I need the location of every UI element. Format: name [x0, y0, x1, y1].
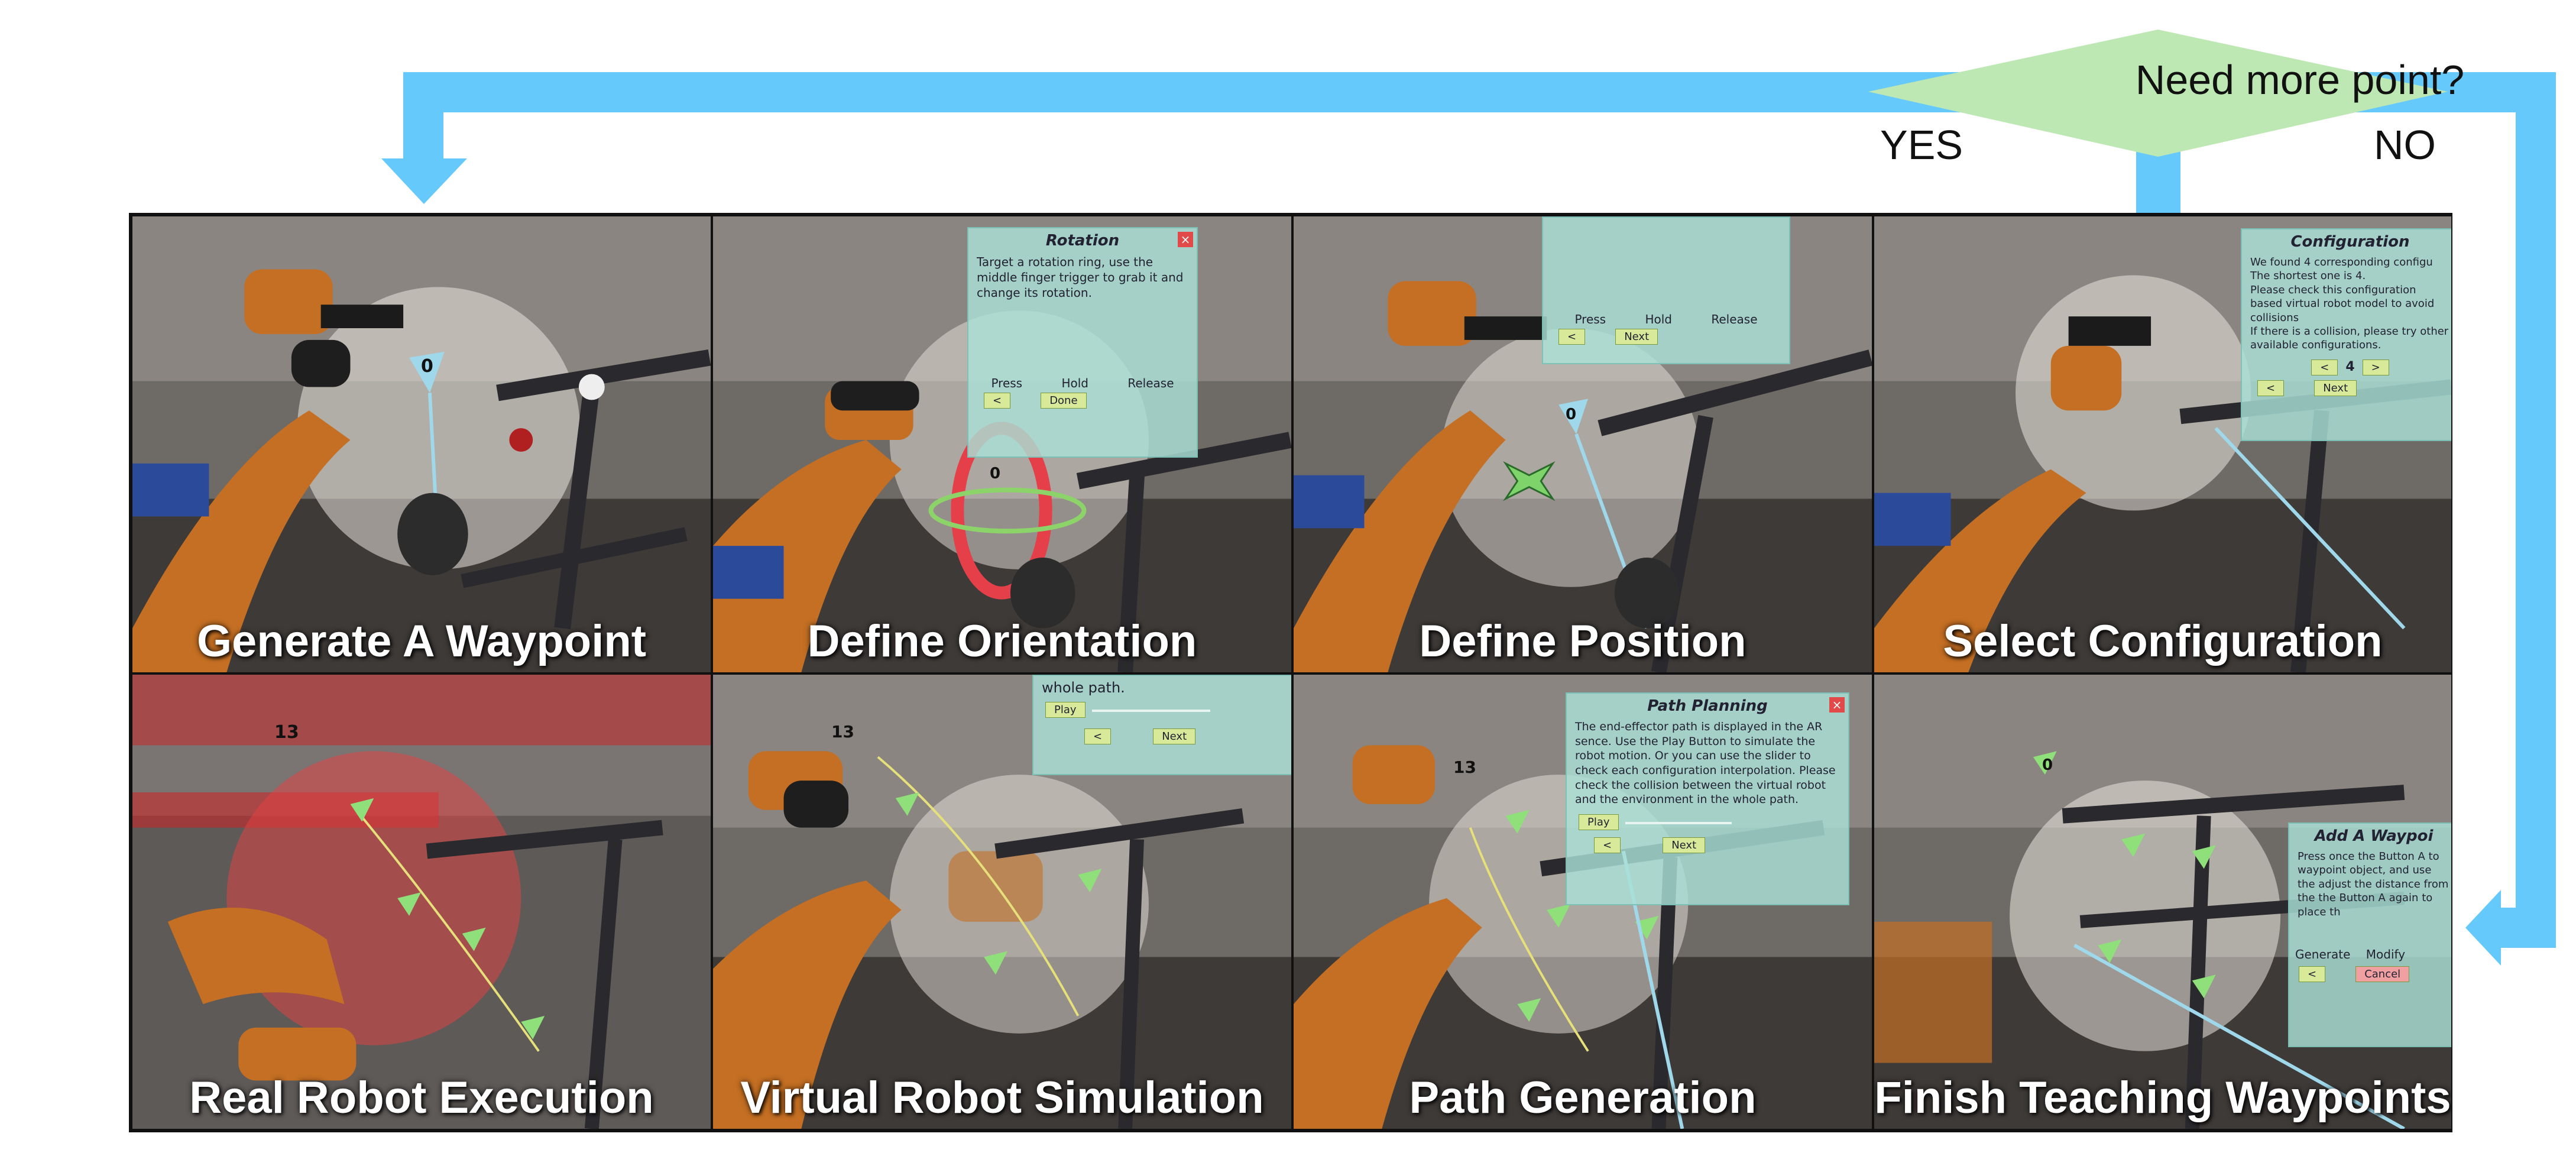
panel-finish-teaching-waypoints: Add A Waypoi Press once the Button A to …: [1873, 673, 2452, 1130]
loop-left-bar: [403, 72, 443, 161]
scene-image: [713, 675, 1291, 1129]
step-hold: Hold: [1645, 312, 1672, 326]
panel-virtual-robot-simulation: whole path. Play < Next 13 Virtual Robot…: [712, 673, 1292, 1130]
path-card-body: The end-effector path is displayed in th…: [1575, 720, 1836, 807]
waypoint-marker: 0: [1566, 406, 1577, 423]
add-waypoint-card: Add A Waypoi Press once the Button A to …: [2288, 822, 2451, 1047]
generate-label: Generate: [2295, 947, 2351, 961]
config-value: 4: [2345, 359, 2355, 374]
simulation-text: whole path.: [1042, 679, 1125, 696]
panel-caption: Generate A Waypoint: [196, 616, 647, 666]
decision-no-label: NO: [2374, 122, 2436, 168]
step-release: Release: [1711, 312, 1758, 326]
panel-caption: Select Configuration: [1943, 616, 2383, 666]
step-release: Release: [1127, 376, 1174, 390]
panel-caption: Define Position: [1419, 616, 1747, 666]
next-button[interactable]: Next: [1153, 728, 1196, 744]
step-press: Press: [1574, 312, 1606, 326]
config-line-3: Please check this configuration based vi…: [2250, 283, 2435, 324]
waypoint-marker: 0: [421, 356, 433, 377]
panel-grid: 0 Generate A Waypoint Rotation × Target …: [129, 213, 2452, 1132]
panel-generate-waypoint: 0 Generate A Waypoint: [131, 215, 712, 673]
config-line-4: If there is a collision, please try othe…: [2250, 325, 2449, 352]
panel-define-position: Press Hold Release < Next 0 Define Posit…: [1292, 215, 1873, 673]
step-hold: Hold: [1061, 376, 1088, 390]
rotation-card: Rotation × Target a rotation ring, use t…: [967, 227, 1198, 458]
panel-real-robot-execution: 13 Real Robot Execution: [131, 673, 712, 1130]
loop-right-return: [2489, 908, 2556, 948]
back-button[interactable]: <: [1558, 329, 1586, 345]
panel-select-configuration: Configuration We found 4 corresponding c…: [1873, 215, 2452, 673]
rotation-card-title: Rotation: [1045, 232, 1120, 250]
waypoint-marker: 13: [274, 722, 299, 743]
waypoint-marker: 0: [990, 465, 1001, 483]
rotation-steps: Press Hold Release: [968, 376, 1197, 390]
panel-caption: Virtual Robot Simulation: [740, 1073, 1264, 1123]
done-button[interactable]: Done: [1041, 393, 1087, 409]
play-button[interactable]: Play: [1579, 814, 1619, 831]
add-waypoint-title: Add A Waypoi: [2314, 827, 2434, 845]
modify-label: Modify: [2366, 947, 2406, 961]
path-slider[interactable]: [1625, 821, 1732, 824]
loop-right-bar: [2516, 72, 2556, 947]
configuration-card-body: We found 4 corresponding configu The sho…: [2242, 251, 2451, 357]
close-icon[interactable]: ×: [1178, 232, 1193, 247]
path-planning-card: Path Planning × The end-effector path is…: [1566, 692, 1849, 905]
simulation-card: whole path. Play < Next: [1032, 675, 1291, 775]
panel-define-orientation: Rotation × Target a rotation ring, use t…: [712, 215, 1292, 673]
next-button[interactable]: Next: [1663, 837, 1706, 854]
scene-image: [132, 675, 711, 1129]
panel-caption: Define Orientation: [807, 616, 1197, 666]
prev-config-button[interactable]: <: [2311, 359, 2338, 375]
back-button[interactable]: <: [1084, 728, 1112, 744]
next-button[interactable]: Next: [1615, 329, 1658, 345]
position-steps: Press Hold Release: [1543, 312, 1789, 326]
decision-connector: [2136, 136, 2180, 213]
waypoint-marker: 13: [831, 722, 854, 741]
back-button[interactable]: <: [1594, 837, 1621, 854]
panel-caption: Path Generation: [1409, 1073, 1757, 1123]
panel-caption: Real Robot Execution: [189, 1073, 654, 1123]
waypoint-actions: Generate Modify: [2289, 947, 2451, 961]
waypoint-marker: 0: [2042, 756, 2053, 774]
path-card-title: Path Planning: [1647, 697, 1768, 715]
decision-question: Need more point?: [2135, 57, 2465, 103]
close-icon[interactable]: ×: [1829, 697, 1845, 713]
config-selector: < 4 >: [2242, 357, 2451, 378]
next-config-button[interactable]: >: [2362, 359, 2389, 375]
play-button[interactable]: Play: [1045, 702, 1086, 718]
arrow-into-generate: [381, 158, 467, 204]
rotation-card-body: Target a rotation ring, use the middle f…: [977, 255, 1184, 300]
add-waypoint-body: Press once the Button A to waypoint obje…: [2298, 850, 2449, 918]
panel-path-generation: Path Planning × The end-effector path is…: [1292, 673, 1873, 1130]
next-button[interactable]: Next: [2314, 380, 2357, 396]
step-press: Press: [991, 376, 1023, 390]
waypoint-marker: 13: [1453, 757, 1476, 777]
back-button[interactable]: <: [984, 393, 1011, 409]
back-button[interactable]: <: [2257, 380, 2285, 396]
config-line-1: We found 4 corresponding configu: [2250, 256, 2433, 268]
panel-caption: Finish Teaching Waypoints: [1874, 1073, 2451, 1123]
position-card: Press Hold Release < Next: [1542, 216, 1790, 364]
configuration-card: Configuration We found 4 corresponding c…: [2241, 228, 2451, 441]
scene-image: [132, 216, 711, 672]
config-line-2: The shortest one is 4.: [2250, 270, 2366, 283]
cancel-button[interactable]: Cancel: [2355, 966, 2410, 982]
back-button[interactable]: <: [2299, 966, 2326, 982]
configuration-card-title: Configuration: [2290, 233, 2410, 251]
arrow-into-finish: [2465, 890, 2501, 966]
decision-yes-label: YES: [1880, 122, 1963, 168]
simulation-slider[interactable]: [1091, 709, 1210, 712]
